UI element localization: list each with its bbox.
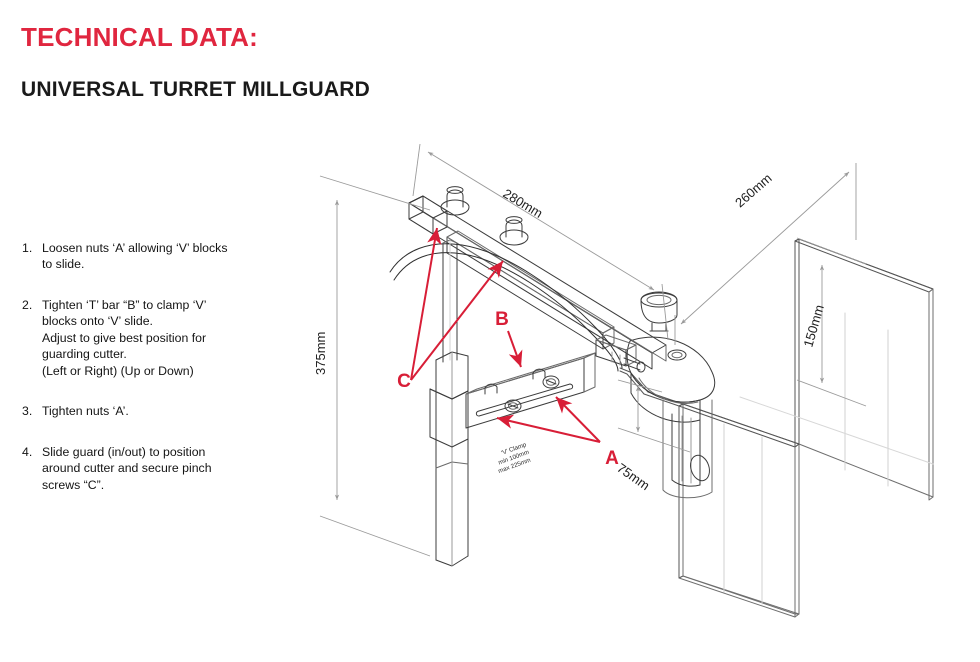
dimension-label-150mm: 150mm [800,303,826,349]
instruction-number: 2. [22,297,33,312]
callout-label-a: A [605,448,619,469]
dimension-labels: 280mm 375mm 260mm 150mm 75mm [313,170,827,493]
dimension-label-280mm: 280mm [500,186,545,221]
instruction-item: 4. Slide guard (in/out) to position around… [22,444,272,493]
dimension-label-260mm: 260mm [732,170,775,210]
instruction-item: 1. Loosen nuts ‘A’ allowing ‘V’ blocks to … [22,240,272,273]
instruction-line: (Left or Right) (Up or Down) [42,363,194,378]
instruction-line: guarding cutter. [42,347,127,362]
callout-arrows [410,227,601,443]
instruction-item: 3. Tighten nuts ‘A’. [22,403,272,419]
t-bar-clamp-block [595,334,646,373]
callout-c-arrow-2 [410,260,504,381]
instruction-text: Loosen nuts ‘A’ allowing ‘V’ blocks to sl… [42,240,272,273]
page-subtitle: UNIVERSAL TURRET MILLGUARD [21,78,370,101]
instruction-text: Slide guard (in/out) to position around c… [42,444,272,493]
instruction-line: Loosen nuts ‘A’ allowing ‘V’ blocks [42,241,228,255]
instruction-number: 4. [22,444,33,459]
main-arm-beam [408,195,667,370]
instruction-text: Tighten ‘T’ bar “B” to clamp ‘V’ blocks o… [42,297,272,379]
dimension-lines [319,143,867,557]
instruction-line: screws “C”. [42,477,105,492]
v-clamp-plate [465,352,596,429]
instruction-number: 3. [22,404,33,419]
swivel-head-assembly [626,291,716,499]
instruction-line: Slide guard (in/out) to position [42,444,206,459]
callout-labels: C B A [397,309,619,469]
instruction-line: to slide. [42,257,85,272]
instruction-line: Adjust to give best position for [42,330,207,345]
instruction-line: blocks onto ‘V’ slide. [42,314,153,329]
callout-label-c: C [397,371,411,392]
callout-label-b: B [495,309,509,330]
dimension-label-375mm: 375mm [313,332,328,375]
vertical-column [429,239,469,567]
instruction-line: Tighten ‘T’ bar “B” to clamp ‘V’ [42,297,207,312]
instruction-item: 2. Tighten ‘T’ bar “B” to clamp ‘V’ blocks… [22,297,272,379]
instruction-text: Tighten nuts ‘A’. [42,403,272,419]
callout-c-arrow-1 [410,227,442,381]
guard-panel-assembly [678,238,934,618]
instruction-list: 1. Loosen nuts ‘A’ allowing ‘V’ blocks to … [22,240,272,517]
page-title: TECHNICAL DATA: [21,22,258,52]
instruction-line: around cutter and secure pinch [42,461,212,476]
guard-top-rail [619,367,684,407]
callout-a-arrow-2 [496,414,601,443]
v-clamp-note: ‘V’ Clamp min 100mm max 225mm [497,441,531,475]
instruction-line: Tighten nuts ‘A’. [42,404,129,419]
instruction-number: 1. [22,241,33,255]
callout-b-arrow-1 [507,330,523,368]
callout-a-arrow-1 [555,396,601,443]
dimension-label-75mm: 75mm [614,460,652,493]
